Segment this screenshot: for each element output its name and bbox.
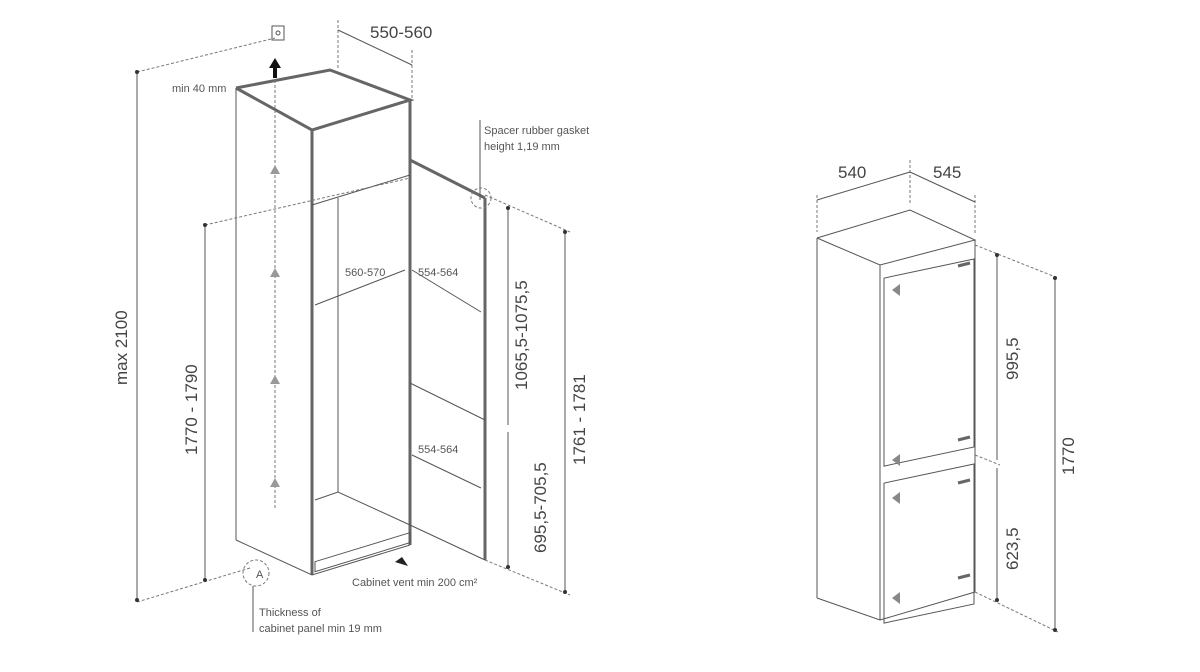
niche-height-label: 1770 - 1790 <box>182 364 201 455</box>
lower-door-height-label: 695,5-705,5 <box>531 462 550 553</box>
appliance-width-label: 540 <box>838 163 866 182</box>
door-depth-lower-label: 554-564 <box>418 444 458 456</box>
upper-door-height-label: 1065,5-1075,5 <box>512 280 531 390</box>
panel-note: Thickness of <box>259 607 322 619</box>
gasket-note: Spacer rubber gasket <box>484 125 589 137</box>
arrow-up-icon <box>270 478 280 487</box>
lower-height-label: 623,5 <box>1003 527 1022 570</box>
labels-right: 540 545 995,5 623,5 1770 <box>838 163 1078 570</box>
total-height-label: 1770 <box>1059 437 1078 475</box>
vent-note: Cabinet vent min 200 cm² <box>352 577 478 589</box>
arrow-up-icon <box>269 58 281 78</box>
hinge-icon <box>892 454 900 466</box>
labels-left: 550-560 min 40 mm Spacer rubber gasket h… <box>112 23 589 635</box>
max-height-label: max 2100 <box>112 310 131 385</box>
cabinet-niche <box>235 68 487 576</box>
hinge-icon <box>892 492 900 504</box>
inner-width-label: 560-570 <box>345 267 385 279</box>
appliance <box>816 209 977 624</box>
hinge-icon <box>892 592 900 604</box>
arrow-up-icon <box>270 268 280 277</box>
gasket-note-2: height 1,19 mm <box>484 141 560 153</box>
hinge-icon <box>892 284 900 296</box>
width-label: 550-560 <box>370 23 432 42</box>
door-depth-upper-label: 554-564 <box>418 267 458 279</box>
vent-arrow-icon <box>395 557 408 566</box>
dimension-lines <box>135 20 571 632</box>
airflow-arrows <box>269 58 408 566</box>
panel-note-2: cabinet panel min 19 mm <box>259 623 382 635</box>
appliance-dimensions <box>816 160 1059 633</box>
detail-marker: A <box>256 569 264 581</box>
min-gap-label: min 40 mm <box>172 83 226 95</box>
total-door-height-label: 1761 - 1781 <box>570 374 589 465</box>
upper-height-label: 995,5 <box>1003 337 1022 380</box>
arrow-up-icon <box>270 375 280 384</box>
power-socket-icon <box>271 25 285 41</box>
appliance-depth-label: 545 <box>933 163 961 182</box>
arrow-up-icon <box>270 165 280 174</box>
